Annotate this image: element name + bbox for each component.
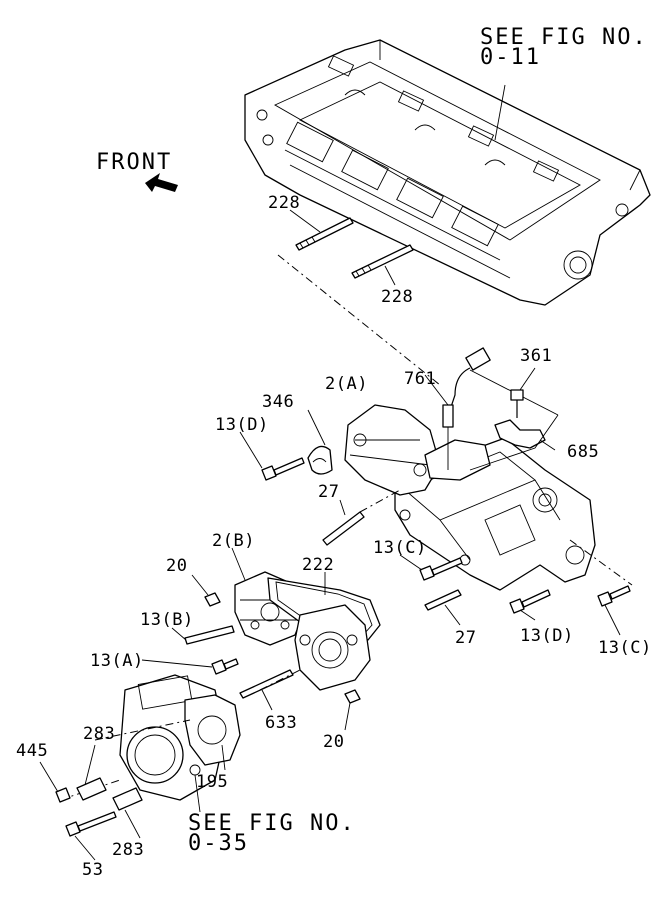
callout-685: 685 (567, 442, 599, 462)
callout-633: 633 (265, 713, 297, 733)
callout-27-lower: 27 (455, 628, 476, 648)
stud-228-upper (295, 217, 354, 251)
callout-13d-top: 13(D) (215, 415, 269, 435)
callout-222: 222 (302, 555, 334, 575)
leader-13d-top (239, 431, 263, 469)
leader-228-b (384, 265, 396, 286)
leader-27-lower (444, 604, 461, 626)
leader-346 (307, 409, 326, 446)
bolt-13d-upper-drawing (261, 457, 305, 481)
spacer-283-lower-drawing (112, 787, 143, 811)
leader-361 (519, 367, 536, 391)
callout-2a: 2(A) (325, 374, 368, 394)
nut-445-drawing (55, 787, 71, 803)
bolt-53-drawing (65, 811, 117, 837)
nut-20-lower-drawing (344, 689, 361, 704)
leader-13c-left (399, 554, 423, 571)
callout-228-b: 228 (381, 287, 413, 307)
leader-195 (221, 744, 226, 771)
bolt-13b-drawing (184, 625, 235, 645)
leader-685 (469, 414, 559, 471)
leader-13d-right (519, 609, 536, 621)
leader-761 (424, 374, 449, 406)
leader-0-35 (194, 774, 201, 813)
egr-adapter-drawing (294, 604, 371, 691)
spacer-283-upper-drawing (76, 777, 107, 801)
leader-27-upper (339, 499, 346, 516)
ref-top-title: SEE FIG NO. (480, 25, 648, 50)
clamp-346-drawing (307, 445, 333, 475)
callout-361: 361 (520, 346, 552, 366)
callout-445: 445 (16, 741, 48, 761)
egr-valve-2a-drawing (344, 404, 491, 496)
stud-27-upper-drawing (322, 511, 365, 546)
front-label: FRONT (96, 150, 172, 175)
centerline-manifold-right (569, 539, 633, 586)
stud-633-drawing (239, 669, 294, 699)
ref-top-code: 0-11 (480, 45, 541, 70)
leader-228-a (289, 209, 321, 233)
sensor-761-drawing (442, 347, 491, 470)
callout-13a: 13(A) (90, 651, 144, 671)
gasket-195-drawing (184, 694, 241, 766)
callout-20-lower: 20 (323, 732, 344, 752)
callout-13b: 13(B) (140, 610, 194, 630)
leader-13b (171, 627, 187, 641)
bolt-13c-left-drawing (419, 557, 463, 581)
centerline-27-upper (359, 489, 401, 513)
callout-283-lower: 283 (112, 840, 144, 860)
bolt-13d-right-drawing (509, 589, 551, 614)
clamp-685-drawing (494, 419, 546, 449)
bolt-13a-drawing (211, 658, 239, 675)
leader-13c-right (604, 604, 621, 636)
nut-20-upper-drawing (204, 592, 221, 607)
leader-283-upper (84, 744, 96, 786)
callout-228-a: 228 (268, 193, 300, 213)
callout-346: 346 (262, 392, 294, 412)
callout-13c-right: 13(C) (598, 638, 652, 658)
callout-761: 761 (404, 369, 436, 389)
bolt-13c-right-drawing (597, 585, 631, 607)
callout-195: 195 (196, 772, 228, 792)
leader-53 (74, 835, 96, 861)
callout-20-upper: 20 (166, 556, 187, 576)
centerline-head-manifold (277, 254, 441, 386)
leader-20-upper (191, 574, 209, 596)
ref-bottom-title: SEE FIG NO. (188, 811, 356, 836)
callout-13d-right: 13(D) (520, 626, 574, 646)
stud-27-lower-drawing (424, 589, 462, 611)
cylinder-head-drawing (244, 39, 651, 306)
leader-13a (141, 659, 213, 668)
leader-633 (261, 689, 273, 711)
leader-445 (39, 761, 59, 793)
stud-228-lower (351, 244, 414, 279)
callout-13c-left: 13(C) (373, 538, 427, 558)
callout-2b: 2(B) (212, 531, 255, 551)
ref-bottom-code: 0-35 (188, 831, 249, 856)
leader-283-lower (124, 809, 141, 839)
centerline-633 (259, 669, 301, 691)
callout-283-upper: 283 (83, 724, 115, 744)
callout-27-upper: 27 (318, 482, 339, 502)
bolt-361-drawing (510, 389, 524, 418)
leader-2b (231, 547, 246, 581)
callout-53: 53 (82, 860, 103, 880)
leader-0-11 (494, 84, 506, 141)
front-arrow-icon (145, 173, 178, 192)
leader-20-lower (344, 702, 351, 731)
